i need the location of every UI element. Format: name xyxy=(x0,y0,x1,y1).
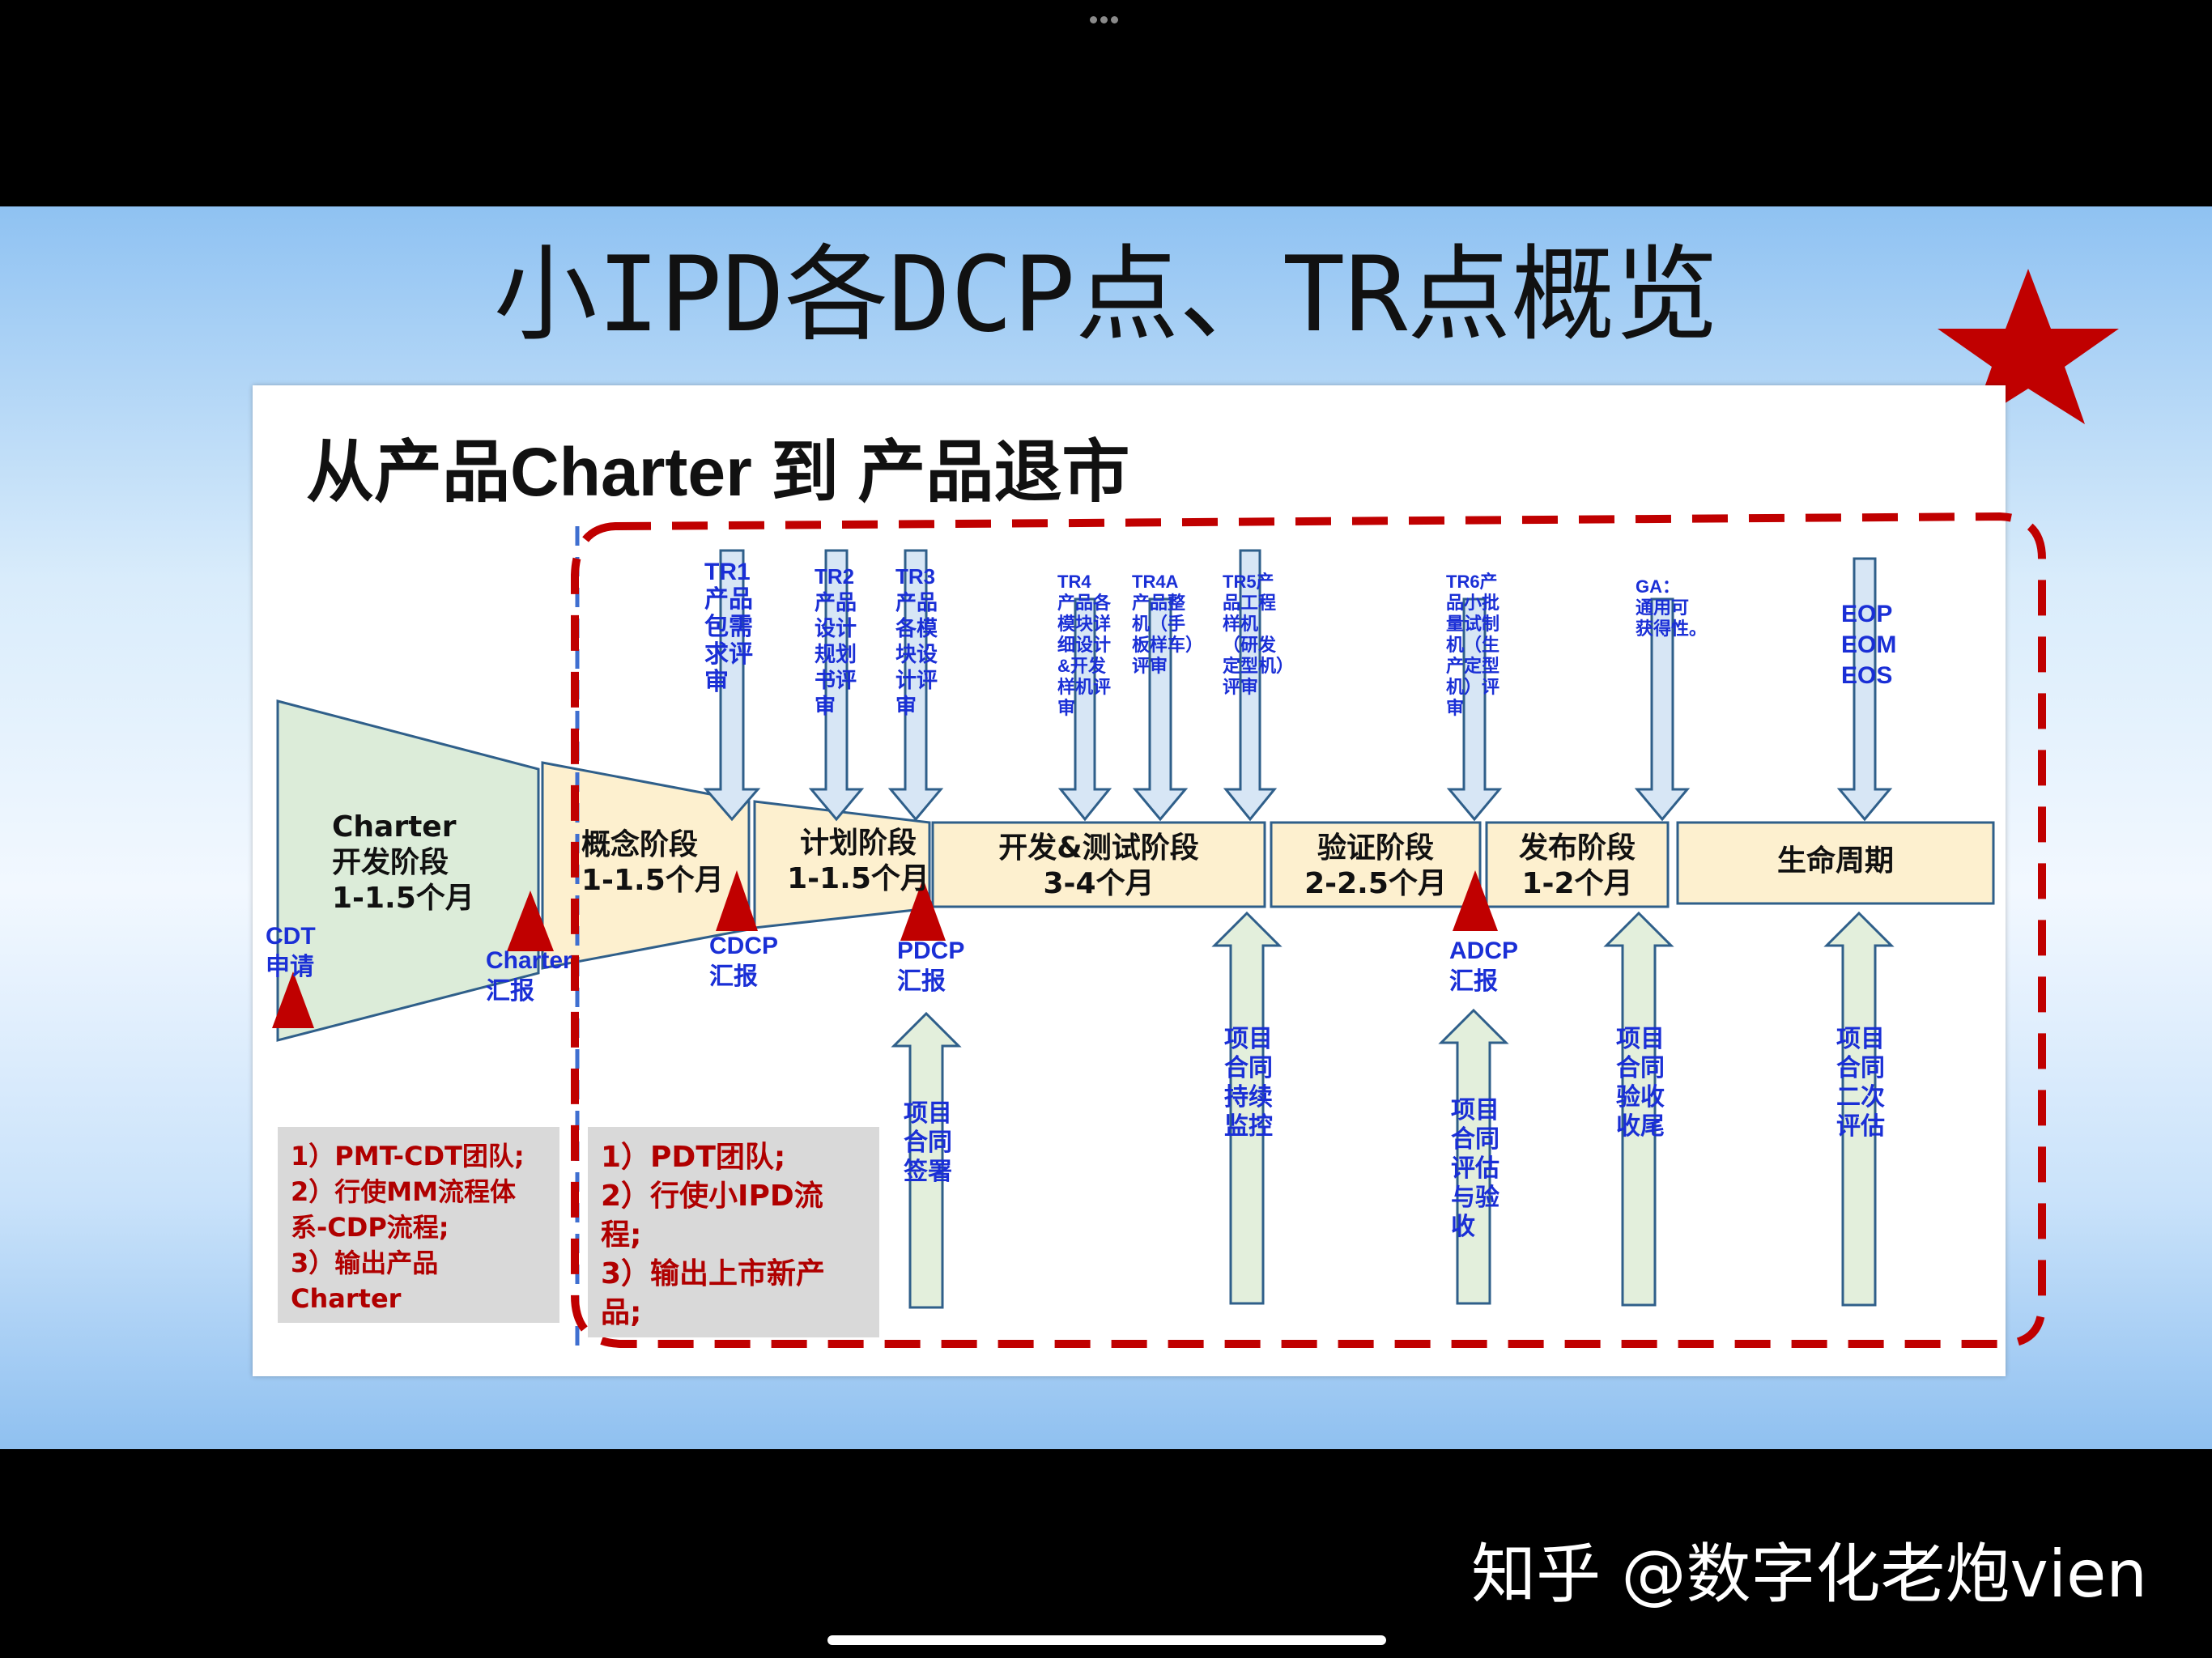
tr3-label: TR3 产品 各模 块设 计评 审 xyxy=(895,564,938,718)
tr2-label: TR2 产品 设计 规划 书评 审 xyxy=(815,564,857,718)
pdcp-label: PDCP 汇报 xyxy=(897,937,965,995)
cdcp-label: CDCP 汇报 xyxy=(709,933,779,990)
note-pmt-cdt: 1）PMT-CDT团队; 2）行使MM流程体 系-CDP流程; 3）输出产品 C… xyxy=(278,1127,559,1323)
phase-shape-release xyxy=(1485,821,1670,908)
tr3-arrow xyxy=(887,549,944,822)
charter-triangle-icon xyxy=(507,891,554,951)
pdcp-triangle-icon xyxy=(900,878,946,941)
top-dots-icon[interactable] xyxy=(1090,11,1122,24)
cdcp-triangle-icon xyxy=(716,870,758,931)
tr4-arrow xyxy=(1057,597,1112,822)
adcp-label: ADCP 汇报 xyxy=(1449,937,1519,995)
home-indicator[interactable] xyxy=(827,1635,1386,1645)
eop-arrow xyxy=(1836,557,1893,822)
phase-label-plan: 计划阶段 1-1.5个月 xyxy=(787,827,929,895)
contract-evaluate-arrow xyxy=(1438,1008,1509,1305)
phase-shape-charter xyxy=(276,699,540,1042)
tr4-label: TR4 产品各 模块详 细设计 &开发 样机评 审 xyxy=(1057,572,1112,718)
tr6-label: TR6产 品小批 量试制 机（生 产定型 机）评 审 xyxy=(1446,572,1500,718)
phase-label-lifecycle: 生命周期 xyxy=(1776,844,1894,878)
slide-title: 小IPD各DCP点、TR点概览 xyxy=(493,235,1719,355)
footer-brand: 知乎 @数字化老炮vien xyxy=(1471,1537,2147,1612)
tr1-arrow xyxy=(703,549,761,822)
phase-shape-lifecycle xyxy=(1676,821,1995,905)
tr2-arrow xyxy=(808,549,865,822)
ga-arrow xyxy=(1634,597,1691,822)
contract-evaluate-label: 项目 合同 评估 与验 收 xyxy=(1451,1097,1499,1240)
contract-monitor-arrow xyxy=(1211,911,1283,1305)
tr1-label: TR1 产品 包需 求评 审 xyxy=(704,559,753,695)
phase-label-release: 发布阶段 1-2个月 xyxy=(1518,831,1636,900)
contract-second-arrow xyxy=(1823,911,1895,1307)
phase-shape-dev xyxy=(931,821,1266,908)
contract-sign-label: 项目 合同 签署 xyxy=(904,1100,952,1185)
tr6-arrow xyxy=(1446,597,1503,822)
contract-accept-label: 项目 合同 验收 收尾 xyxy=(1616,1026,1665,1140)
phase-label-dev: 开发&测试阶段 3-4个月 xyxy=(998,831,1199,900)
contract-sign-arrow xyxy=(891,1011,962,1309)
phase-label-verify: 验证阶段 2-2.5个月 xyxy=(1304,831,1447,900)
phase-shape-verify xyxy=(1270,821,1482,908)
adcp-triangle-icon xyxy=(1453,870,1498,931)
charter-dcp-label: Charter 汇报 xyxy=(486,947,572,1005)
ipd-scope-border xyxy=(571,512,2046,1348)
tr5-label: TR5产 品工程 样机 （研发 定型机） 评审 xyxy=(1223,572,1295,697)
panel-title: 从产品Charter 到 产品退市 xyxy=(306,434,1130,510)
cdt-label: CDT 申请 xyxy=(266,923,316,980)
contract-second-label: 项目 合同 二次 评估 xyxy=(1836,1026,1885,1140)
contract-accept-arrow xyxy=(1603,911,1674,1307)
ga-label: GA： 通用可 获得性。 xyxy=(1636,576,1708,639)
contract-monitor-label: 项目 合同 持续 监控 xyxy=(1224,1026,1273,1140)
star-icon xyxy=(1938,269,2119,424)
tr5-arrow xyxy=(1223,549,1278,822)
phase-label-charter: Charter 开发阶段 1-1.5个月 xyxy=(332,810,474,915)
cdt-triangle-icon xyxy=(272,971,314,1028)
eop-label: EOP EOM EOS xyxy=(1841,601,1897,689)
phase-label-concept: 概念阶段 1-1.5个月 xyxy=(581,828,724,897)
tr4a-label: TR4A 产品整 机（手 板样车） 评审 xyxy=(1132,572,1204,676)
note-pdt: 1）PDT团队; 2）行使小IPD流 程; 3）输出上市新产 品; xyxy=(588,1127,879,1337)
tr4a-arrow xyxy=(1132,597,1189,822)
